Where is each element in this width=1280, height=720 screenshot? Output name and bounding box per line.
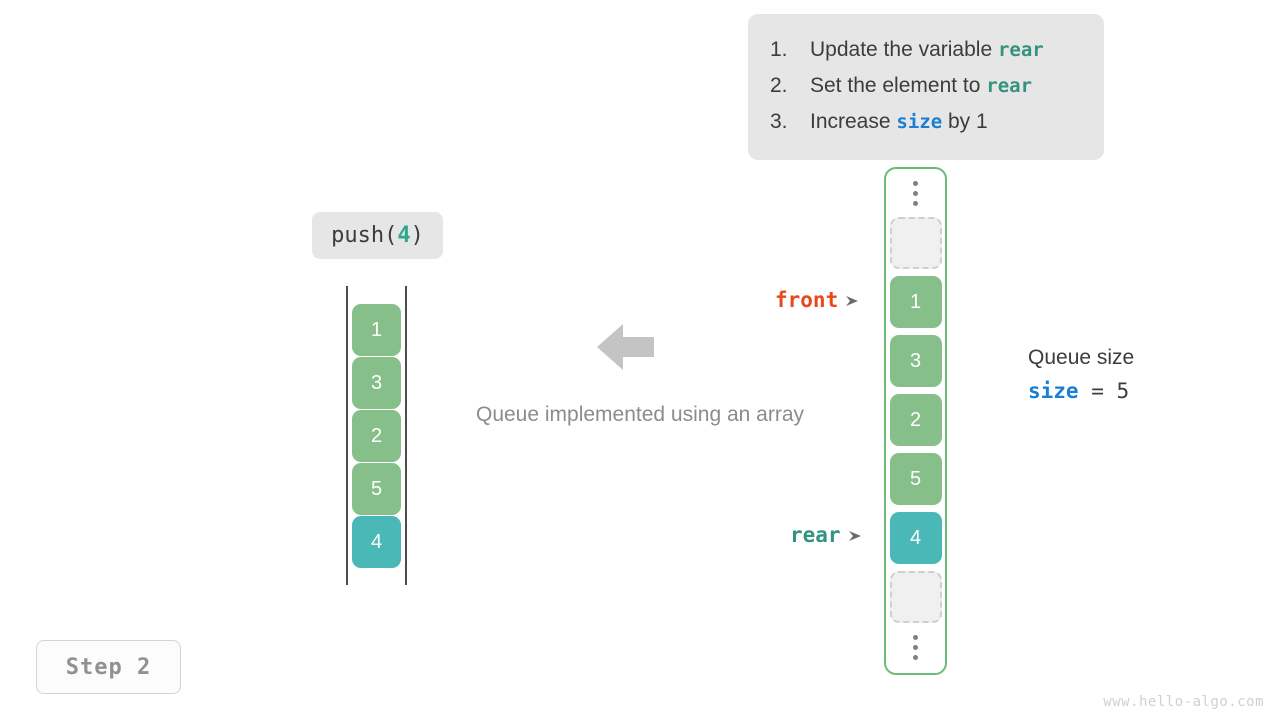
instruction-step-3-text: Increase xyxy=(810,110,897,133)
operation-name: push( xyxy=(331,223,398,248)
instruction-step-1-code: rear xyxy=(997,39,1044,61)
array-cell-empty xyxy=(889,571,942,623)
operation-label: push(4) xyxy=(312,212,443,259)
front-pointer-label: front xyxy=(775,288,839,312)
instruction-step-1-number: 1. xyxy=(770,38,788,61)
operation-close-paren: ) xyxy=(410,223,424,248)
queue-size-title: Queue size xyxy=(1028,346,1135,369)
queue-rail-right xyxy=(405,286,407,585)
instruction-panel: 1. Update the variable rear 2. Set the e… xyxy=(748,14,1104,160)
instruction-step-3-suffix: by 1 xyxy=(942,110,988,133)
array-cell: 3 xyxy=(889,335,942,387)
queue-rail-left xyxy=(346,286,348,585)
watermark: www.hello-algo.com xyxy=(1103,694,1264,710)
rear-pointer: rear xyxy=(790,523,863,547)
instruction-step-3-number: 3. xyxy=(770,110,788,133)
array-cell: 2 xyxy=(889,394,942,446)
vertical-ellipsis-icon-bottom xyxy=(886,623,945,671)
queue-size-info: Queue size size = 5 xyxy=(1028,342,1134,408)
array-container: 1 3 2 5 4 xyxy=(884,167,947,675)
instruction-step-2-number: 2. xyxy=(770,74,788,97)
rear-pointer-label: rear xyxy=(790,523,841,547)
instruction-step-2-code: rear xyxy=(986,75,1033,97)
diagram-caption: Queue implemented using an array xyxy=(475,403,805,426)
instruction-step-2: 2. Set the element to rear xyxy=(770,68,1080,104)
pointer-arrow-icon xyxy=(846,288,860,312)
vertical-ellipsis-icon-top xyxy=(886,169,945,217)
queue-cell: 3 xyxy=(352,357,401,409)
array-cells: 1 3 2 5 4 xyxy=(889,217,942,623)
array-cell-new: 4 xyxy=(889,512,942,564)
instruction-step-3-code: size xyxy=(896,111,943,133)
array-cell: 5 xyxy=(889,453,942,505)
instruction-step-1: 1. Update the variable rear xyxy=(770,32,1080,68)
instruction-step-2-text: Set the element to xyxy=(810,74,987,97)
array-cell: 1 xyxy=(889,276,942,328)
step-badge: Step 2 xyxy=(36,640,181,694)
array-cell-empty xyxy=(889,217,942,269)
instruction-step-1-text: Update the variable xyxy=(810,38,998,61)
size-variable-name: size xyxy=(1028,379,1079,403)
instruction-step-3: 3. Increase size by 1 xyxy=(770,104,1080,140)
size-variable-value: = 5 xyxy=(1078,379,1130,403)
abstract-queue: 1 3 2 5 4 xyxy=(346,286,407,585)
queue-cell: 1 xyxy=(352,304,401,356)
abstract-queue-cells: 1 3 2 5 4 xyxy=(352,304,401,568)
left-arrow-icon xyxy=(597,322,654,372)
queue-cell-new: 4 xyxy=(352,516,401,568)
queue-cell: 2 xyxy=(352,410,401,462)
operation-argument: 4 xyxy=(397,223,411,248)
pointer-arrow-icon xyxy=(848,523,863,547)
queue-size-expression: size = 5 xyxy=(1028,374,1134,408)
queue-cell: 5 xyxy=(352,463,401,515)
front-pointer: front xyxy=(775,288,860,312)
